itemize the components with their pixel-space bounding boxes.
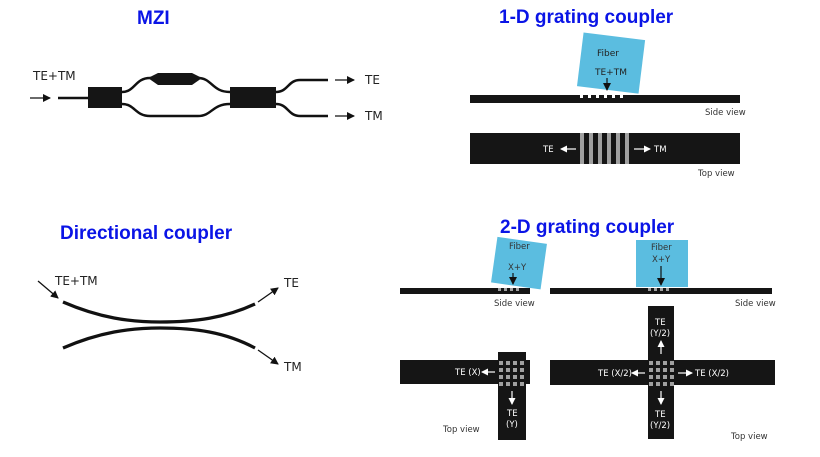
gc2d-right-output-top-line2: (Y/2) [650, 329, 670, 339]
gc2d-left-output-y-line2: (Y) [506, 420, 518, 430]
dc-input-label: TE+TM [54, 274, 98, 288]
gc2d-left-side-view-label: Side view [494, 299, 535, 309]
gc2d-left-fiber-input-label: X+Y [508, 263, 527, 273]
gc1d-right-output-label: TM [653, 145, 667, 155]
gc2d-left-fiber [491, 236, 547, 290]
gc1d-title: 1-D grating coupler [499, 7, 674, 28]
gc1d-top-view-label: Top view [697, 169, 735, 179]
gc2d-left-grating-grid [499, 361, 524, 386]
gc2d-right-side-grating [648, 288, 669, 291]
gc2d-right-output-left-label: TE (X/2) [597, 369, 632, 379]
gc1d-side-waveguide [470, 95, 740, 103]
gc2d-right-output-bottom-line1: TE [654, 410, 666, 420]
dc-lower-waveguide [62, 326, 256, 350]
dc-input-arrow [37, 280, 59, 299]
mzi-input-label: TE+TM [32, 69, 76, 83]
gc2d-left-output-x-label: TE (X) [454, 368, 481, 378]
gc2d-right-side-view-label: Side view [735, 299, 776, 309]
gc1d-side-view-label: Side view [705, 108, 746, 118]
dc-output-bottom-label: TM [283, 360, 302, 374]
gc2d-right-top-waveguide-y [648, 306, 674, 439]
dc-output-top-arrow [257, 287, 279, 303]
gc1d-fiber-input-label: TE+TM [594, 68, 627, 78]
gc2d-left-output-y-line1: TE [506, 409, 518, 419]
gc1d-side-grating [580, 95, 623, 98]
mzi-diagram: TE+TM TE TM [30, 69, 383, 123]
mzi-output-bottom-label: TM [364, 109, 383, 123]
gc1d-diagram: Fiber TE+TM Side view TE TM Top view [470, 32, 746, 179]
gc2d-left-top-view-label: Top view [442, 425, 480, 435]
gc1d-fiber [576, 32, 646, 94]
dc-title: Directional coupler [60, 223, 233, 244]
gc2d-right-fiber-input-label: X+Y [652, 255, 671, 265]
gc2d-left-fiber-label: Fiber [509, 242, 530, 252]
gc2d-left-side-grating [498, 288, 519, 291]
dc-output-top-label: TE [283, 276, 299, 290]
mzi-phase-shifter [148, 73, 202, 85]
dc-diagram: TE+TM TE TM [37, 274, 302, 374]
gc2d-right-diagram: Fiber X+Y Side view TE (Y/2) TE (X/2) TE… [550, 240, 776, 442]
mzi-output-bottom-waveguide [275, 102, 328, 118]
dc-output-bottom-arrow [257, 349, 279, 365]
mzi-title: MZI [137, 8, 170, 29]
mzi-coupler-1 [88, 87, 122, 108]
gc2d-right-fiber-label: Fiber [651, 243, 672, 253]
mzi-output-top-waveguide [275, 78, 328, 94]
gc1d-top-grating [580, 133, 629, 164]
gc1d-top-waveguide [470, 133, 740, 164]
gc2d-right-output-bottom-line2: (Y/2) [650, 421, 670, 431]
mzi-output-top-label: TE [364, 73, 380, 87]
gc1d-left-output-label: TE [542, 145, 554, 155]
gc2d-right-output-right-label: TE (X/2) [694, 369, 729, 379]
mzi-coupler-2 [230, 87, 276, 108]
mzi-lower-arm [121, 102, 231, 118]
gc2d-right-output-top-line1: TE [654, 318, 666, 328]
gc1d-fiber-label: Fiber [597, 49, 619, 59]
gc2d-right-top-view-label: Top view [730, 432, 768, 442]
gc2d-title: 2-D grating coupler [500, 217, 675, 238]
gc2d-right-grating-grid [649, 361, 674, 386]
gc2d-left-side-waveguide [400, 288, 530, 294]
gc2d-left-diagram: Fiber X+Y Side view TE (X) TE (Y) Top vi… [400, 236, 547, 440]
dc-upper-waveguide [62, 300, 256, 324]
